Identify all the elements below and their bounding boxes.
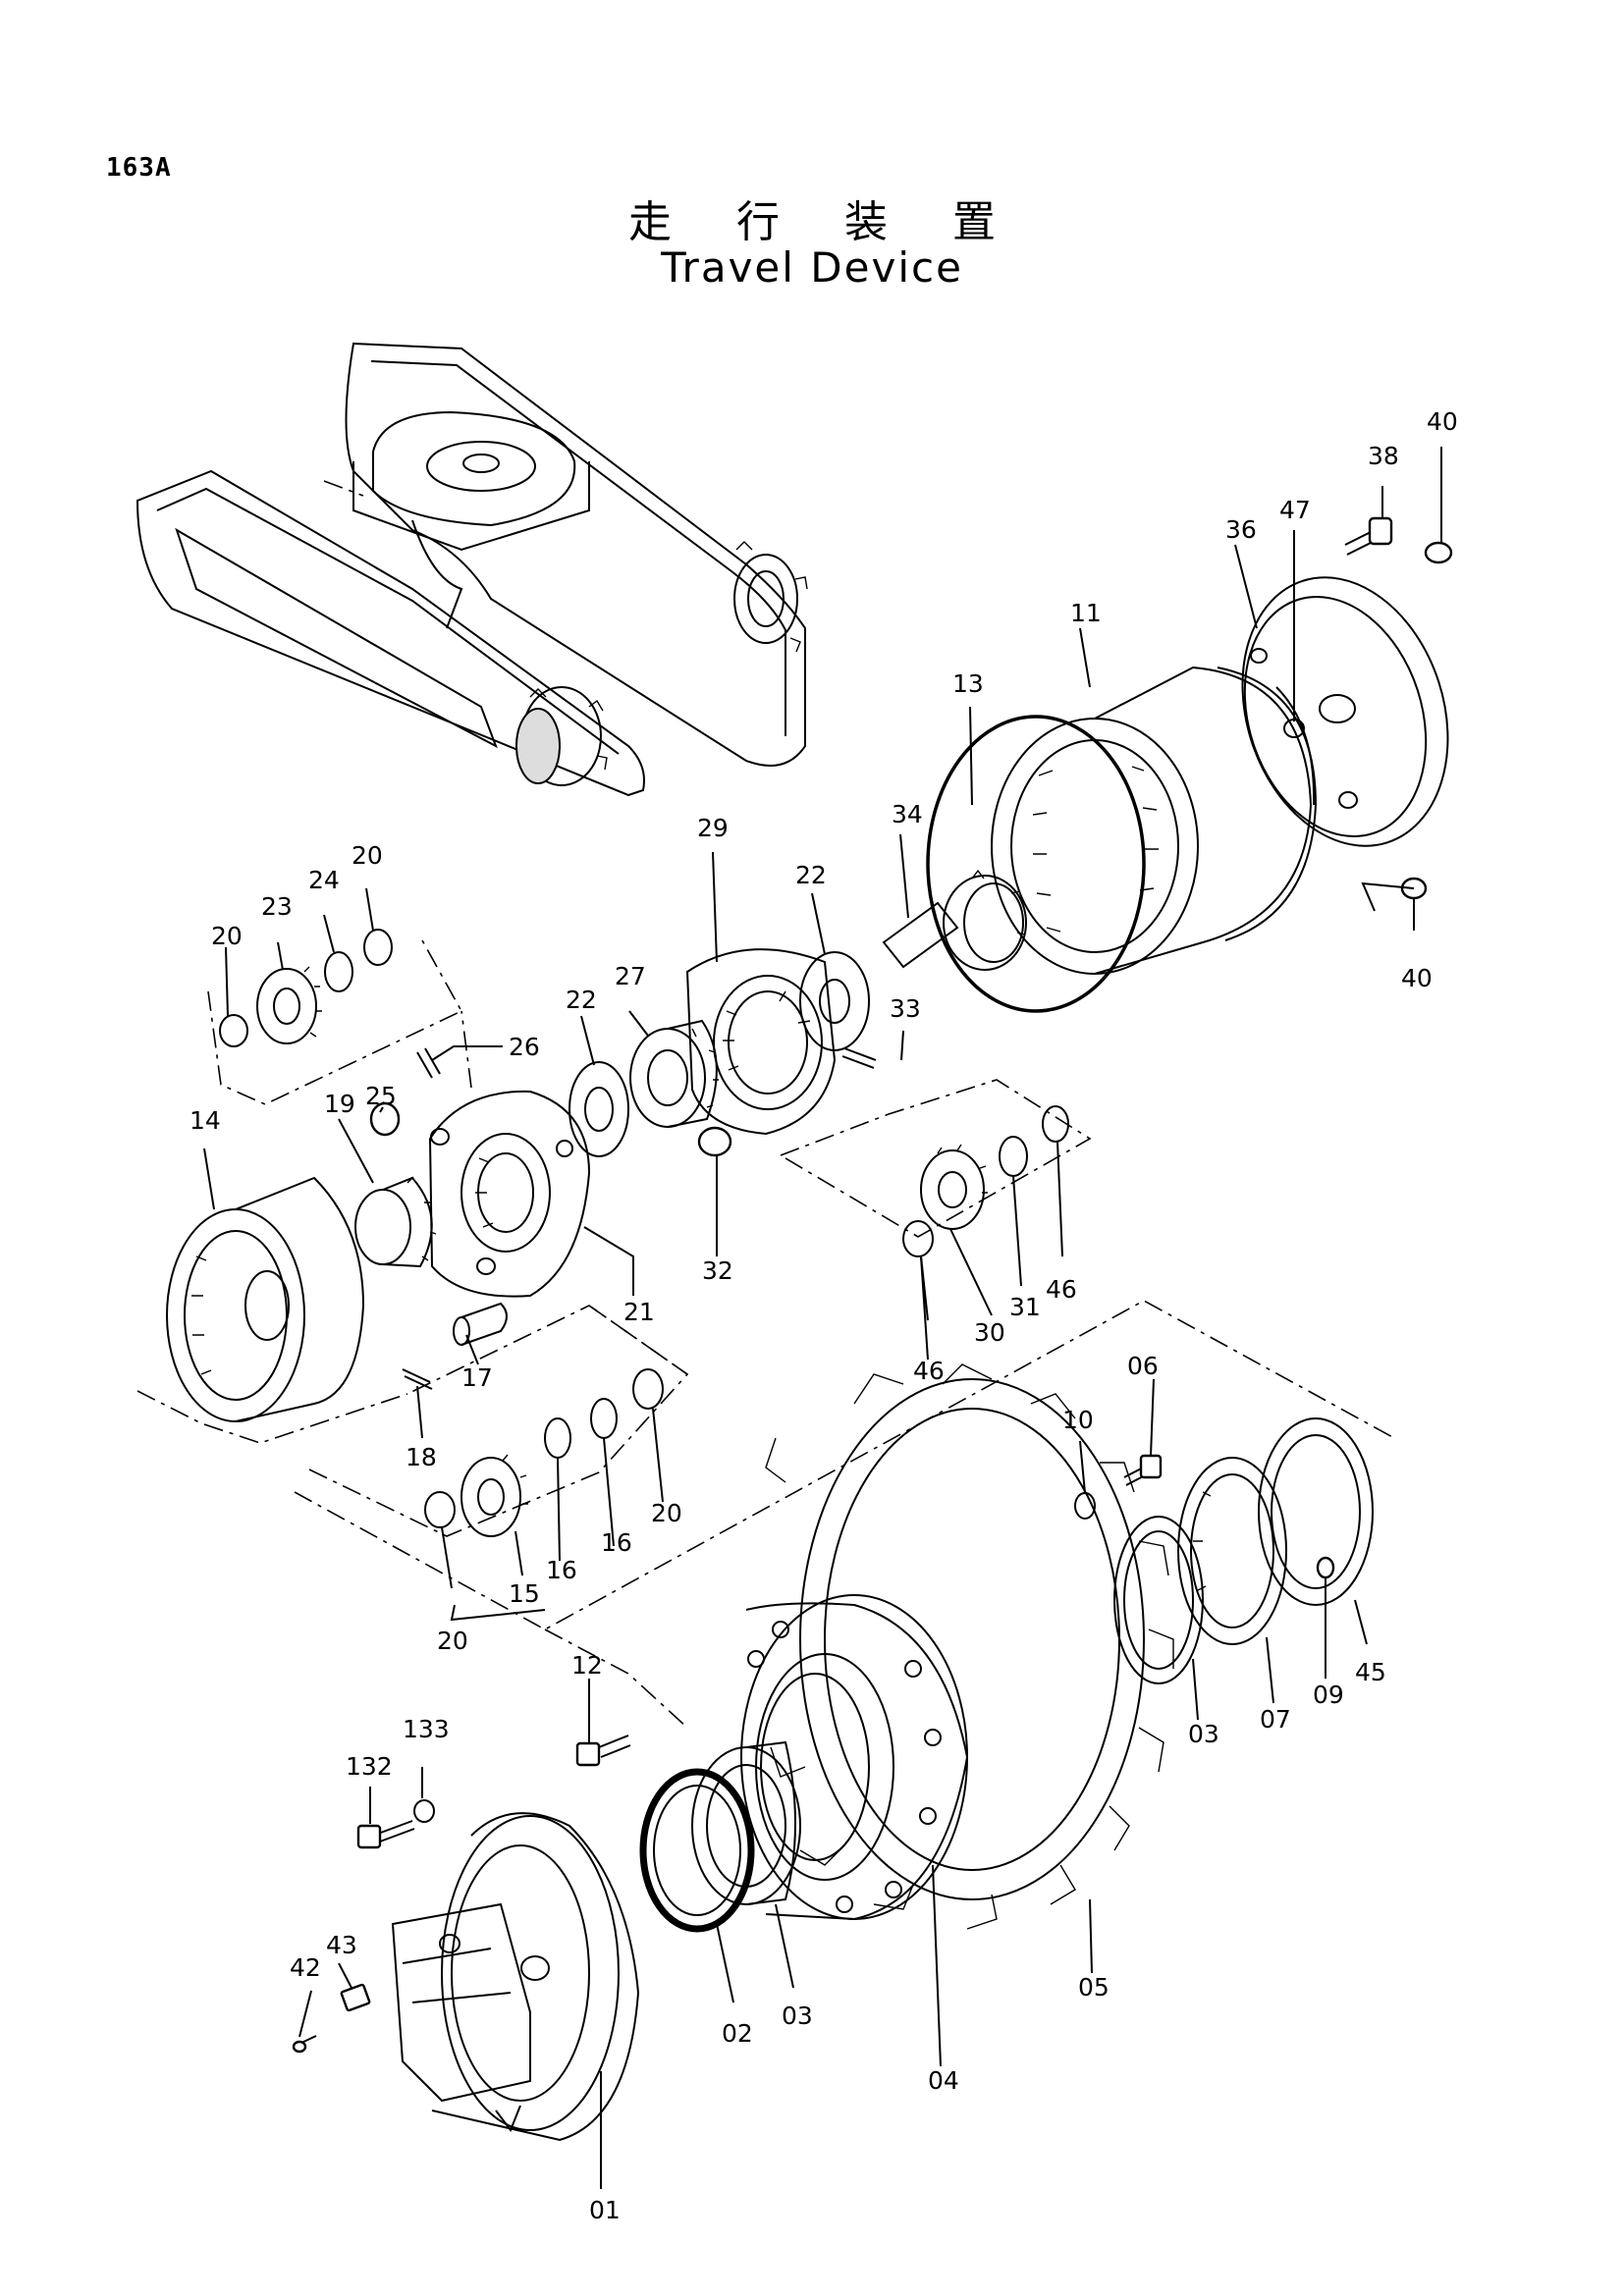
undercarriage-overview-illustration — [135, 342, 808, 797]
callout-03: 03 — [782, 2002, 813, 2030]
planet-set-left — [219, 929, 393, 1047]
callout-133: 133 — [403, 1715, 450, 1743]
callout-27: 27 — [615, 962, 646, 990]
callout-34: 34 — [892, 800, 923, 828]
ring-gear-hub-11 — [991, 666, 1318, 975]
callout-21: 21 — [623, 1298, 655, 1326]
leader-lines — [203, 447, 1442, 2189]
callout-38: 38 — [1368, 442, 1399, 470]
carrier-29 — [685, 948, 837, 1136]
pin-09 — [1316, 1556, 1335, 1579]
callout-22: 22 — [566, 986, 597, 1014]
housing-04 — [740, 1594, 969, 1921]
callout-46: 46 — [913, 1357, 945, 1385]
callout-18: 18 — [406, 1443, 437, 1471]
callout-15: 15 — [509, 1579, 540, 1608]
sprocket-05 — [765, 1363, 1174, 1930]
gear-27 — [629, 1019, 719, 1128]
callout-17: 17 — [461, 1363, 493, 1392]
callout-132: 132 — [346, 1752, 393, 1781]
ring-gear-14 — [166, 1176, 365, 1422]
callout-12: 12 — [571, 1651, 603, 1680]
callout-31: 31 — [1009, 1293, 1041, 1321]
bolt-06 — [1123, 1454, 1163, 1486]
washer-133 — [413, 1799, 435, 1823]
callout-40: 40 — [1401, 964, 1433, 992]
shaft-34 — [882, 869, 1027, 971]
callout-26: 26 — [509, 1033, 540, 1061]
planet-set-right — [902, 1105, 1069, 1257]
callout-24: 24 — [308, 866, 340, 894]
callout-06: 06 — [1127, 1352, 1159, 1380]
callout-09: 09 — [1313, 1681, 1344, 1709]
callout-42: 42 — [290, 1953, 321, 1982]
o-ring-13 — [926, 715, 1146, 1013]
callout-07: 07 — [1260, 1705, 1291, 1734]
callout-36: 36 — [1225, 515, 1257, 544]
thrust-washer-22-lower — [568, 1061, 629, 1157]
callout-14: 14 — [189, 1106, 221, 1135]
pin-18 — [402, 1368, 433, 1390]
callout-47: 47 — [1279, 496, 1311, 524]
callout-40: 40 — [1427, 407, 1458, 436]
callout-46: 46 — [1046, 1275, 1077, 1304]
bolt-38 — [1344, 516, 1393, 556]
callout-20: 20 — [211, 922, 243, 950]
callout-16: 16 — [546, 1556, 577, 1584]
page-number: 163A — [106, 153, 172, 183]
callout-11: 11 — [1070, 599, 1102, 627]
callout-32: 32 — [702, 1256, 733, 1285]
bolt-12 — [575, 1735, 631, 1767]
page-title-japanese: 走 行 装 置 — [628, 197, 1021, 247]
carrier-21 — [428, 1090, 591, 1298]
bearing-07 — [1177, 1457, 1287, 1645]
callout-01: 01 — [589, 2196, 621, 2224]
callout-03: 03 — [1188, 1720, 1219, 1748]
callout-19: 19 — [324, 1090, 355, 1118]
gear-19 — [354, 1176, 437, 1268]
bushing-32 — [697, 1126, 732, 1157]
planet-set-lower — [424, 1368, 664, 1537]
nut-45 — [1258, 1417, 1374, 1606]
travel-motor-01 — [340, 1812, 640, 2142]
callout-45: 45 — [1355, 1658, 1386, 1686]
plug-40-upper — [1424, 541, 1453, 564]
floating-seal-02 — [639, 1768, 755, 1933]
callout-43: 43 — [326, 1931, 357, 1959]
page-title-english: Travel Device — [661, 243, 963, 292]
callout-13: 13 — [952, 669, 984, 698]
callout-10: 10 — [1062, 1406, 1094, 1434]
bolt-132 — [356, 1820, 415, 1849]
bushing-25 — [369, 1101, 401, 1137]
callout-05: 05 — [1078, 1973, 1110, 2002]
pin-26 — [416, 1047, 441, 1079]
callout-20: 20 — [437, 1627, 468, 1655]
callout-20: 20 — [651, 1499, 682, 1527]
callout-25: 25 — [365, 1082, 397, 1110]
callout-33: 33 — [890, 994, 921, 1023]
callout-04: 04 — [928, 2066, 959, 2095]
part-callouts: 01 02 03 03 04 05 06 07 09 10 11 12 13 1… — [189, 407, 1458, 2224]
callout-16: 16 — [601, 1528, 632, 1557]
cover-plate-36 — [1241, 576, 1449, 847]
callout-02: 02 — [722, 2019, 753, 2048]
pin-17 — [453, 1302, 508, 1346]
callout-22: 22 — [795, 861, 827, 889]
callout-20: 20 — [352, 841, 383, 870]
callout-29: 29 — [697, 814, 729, 842]
floating-seal-03-upper — [1113, 1516, 1204, 1684]
thrust-washer-22-upper — [799, 951, 870, 1051]
callout-30: 30 — [974, 1318, 1005, 1347]
assembly-boundary-lines — [136, 939, 1395, 1729]
screw-42 — [292, 2035, 317, 2054]
callout-23: 23 — [261, 892, 293, 921]
pin-33 — [841, 1047, 877, 1069]
